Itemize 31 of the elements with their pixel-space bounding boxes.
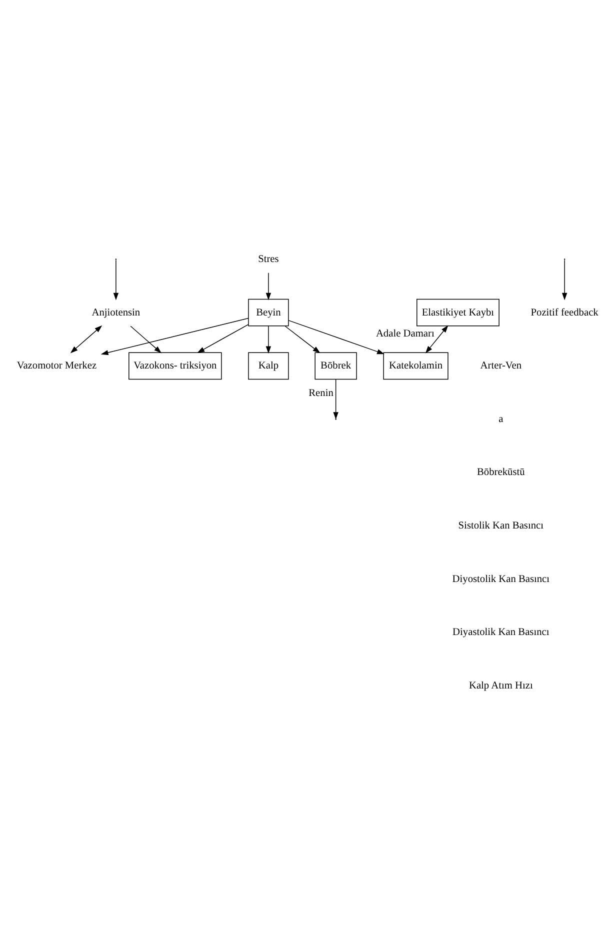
node-box: Vazokons- triksiyon — [128, 352, 222, 380]
edge-label: Adale Damarı — [376, 328, 434, 340]
arrow — [284, 326, 320, 354]
arrow — [70, 325, 102, 354]
arrow — [562, 260, 568, 300]
label: Kalp Atım Hızı — [468, 680, 533, 692]
node-box: Bōbrek — [314, 352, 357, 380]
node-text: Pozitif feedback — [530, 307, 598, 318]
label: Arter-Ven — [480, 360, 522, 372]
arrow — [266, 326, 272, 354]
label: Bōbrekūstū — [477, 467, 525, 478]
node-box: Beyin — [248, 298, 289, 326]
node-text: Anjiotensin — [92, 307, 140, 318]
node-box: Elastikiyet Kaybı — [416, 298, 500, 326]
arrow — [425, 325, 448, 354]
arrow — [333, 379, 338, 420]
arrow — [197, 324, 249, 353]
node-text: Vazomotor Merkez — [16, 360, 97, 372]
arrow — [100, 318, 249, 356]
label: Diyastolik Kan Basıncı — [452, 627, 550, 638]
arrow — [266, 272, 272, 300]
node-box: Kalp — [248, 352, 289, 380]
node-text: Stres — [258, 254, 279, 266]
label: Diyostolik Kan Basıncı — [452, 574, 550, 585]
label: a — [498, 414, 504, 425]
edge-label: Renin — [308, 388, 334, 400]
node-box: Katekolamin — [383, 352, 448, 380]
arrow — [288, 320, 384, 354]
label: Sistolik Kan Basıncı — [458, 520, 544, 532]
arrow — [130, 326, 162, 354]
arrow — [113, 260, 119, 300]
